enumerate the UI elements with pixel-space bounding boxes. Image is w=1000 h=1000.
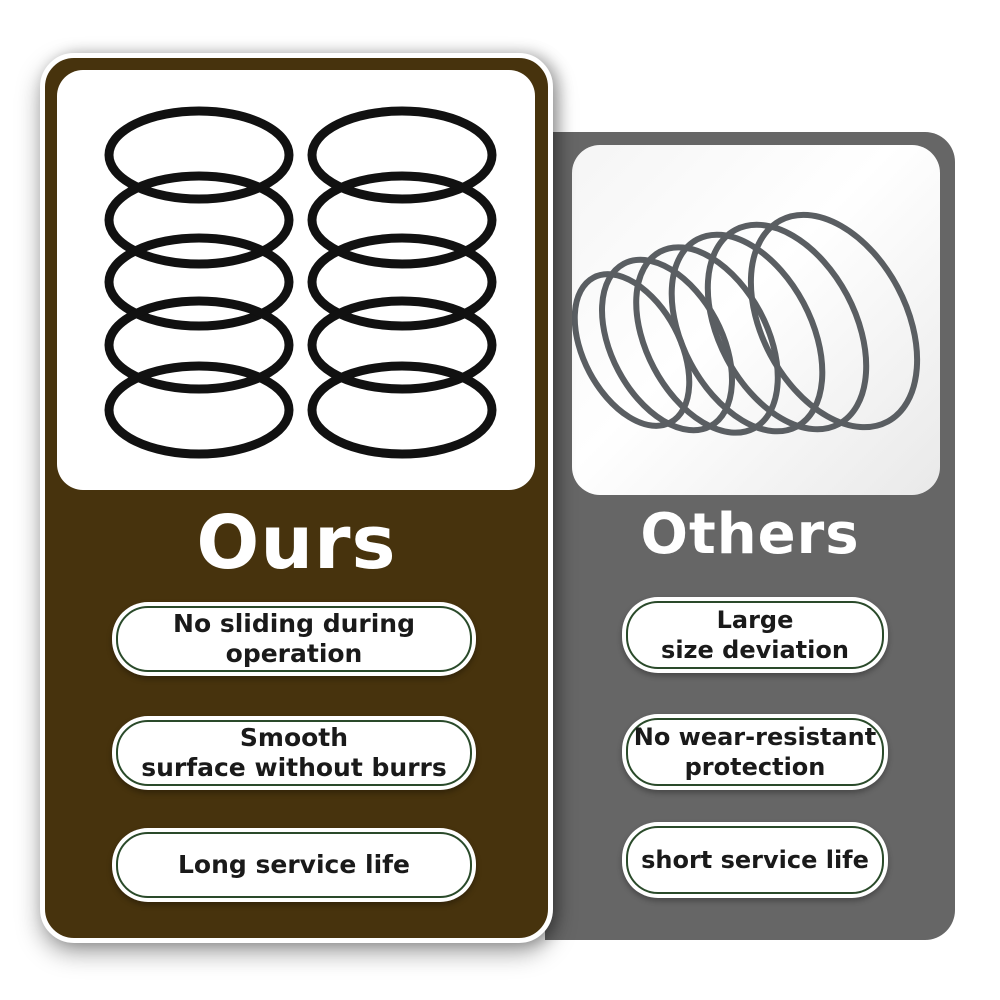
others-title: Others	[640, 502, 860, 567]
ours-panel: Ours No sliding during operation Smooth …	[40, 53, 553, 943]
others-feature-text: No wear-resistant protection	[633, 723, 877, 781]
others-feature-pill: No wear-resistant protection	[622, 714, 888, 790]
others-feature-pill: Large size deviation	[622, 597, 888, 673]
others-feature-text: Large size deviation	[661, 606, 849, 664]
ours-feature-pill: Long service life	[112, 828, 476, 902]
others-product-photo	[572, 145, 940, 495]
ours-feature-text: Smooth surface without burrs	[141, 723, 447, 782]
ours-feature-pill: No sliding during operation	[112, 602, 476, 676]
ours-feature-pill: Smooth surface without burrs	[112, 716, 476, 790]
ours-feature-text: No sliding during operation	[173, 609, 415, 668]
ours-title: Ours	[196, 500, 397, 586]
ours-product-photo	[57, 70, 535, 490]
others-rings-illustration	[572, 211, 921, 436]
ours-rings-illustration	[104, 106, 497, 459]
ours-feature-text: Long service life	[178, 850, 410, 879]
others-panel: Others Large size deviation No wear-resi…	[545, 132, 955, 940]
others-feature-pill: short service life	[622, 822, 888, 898]
others-feature-text: short service life	[641, 846, 869, 874]
